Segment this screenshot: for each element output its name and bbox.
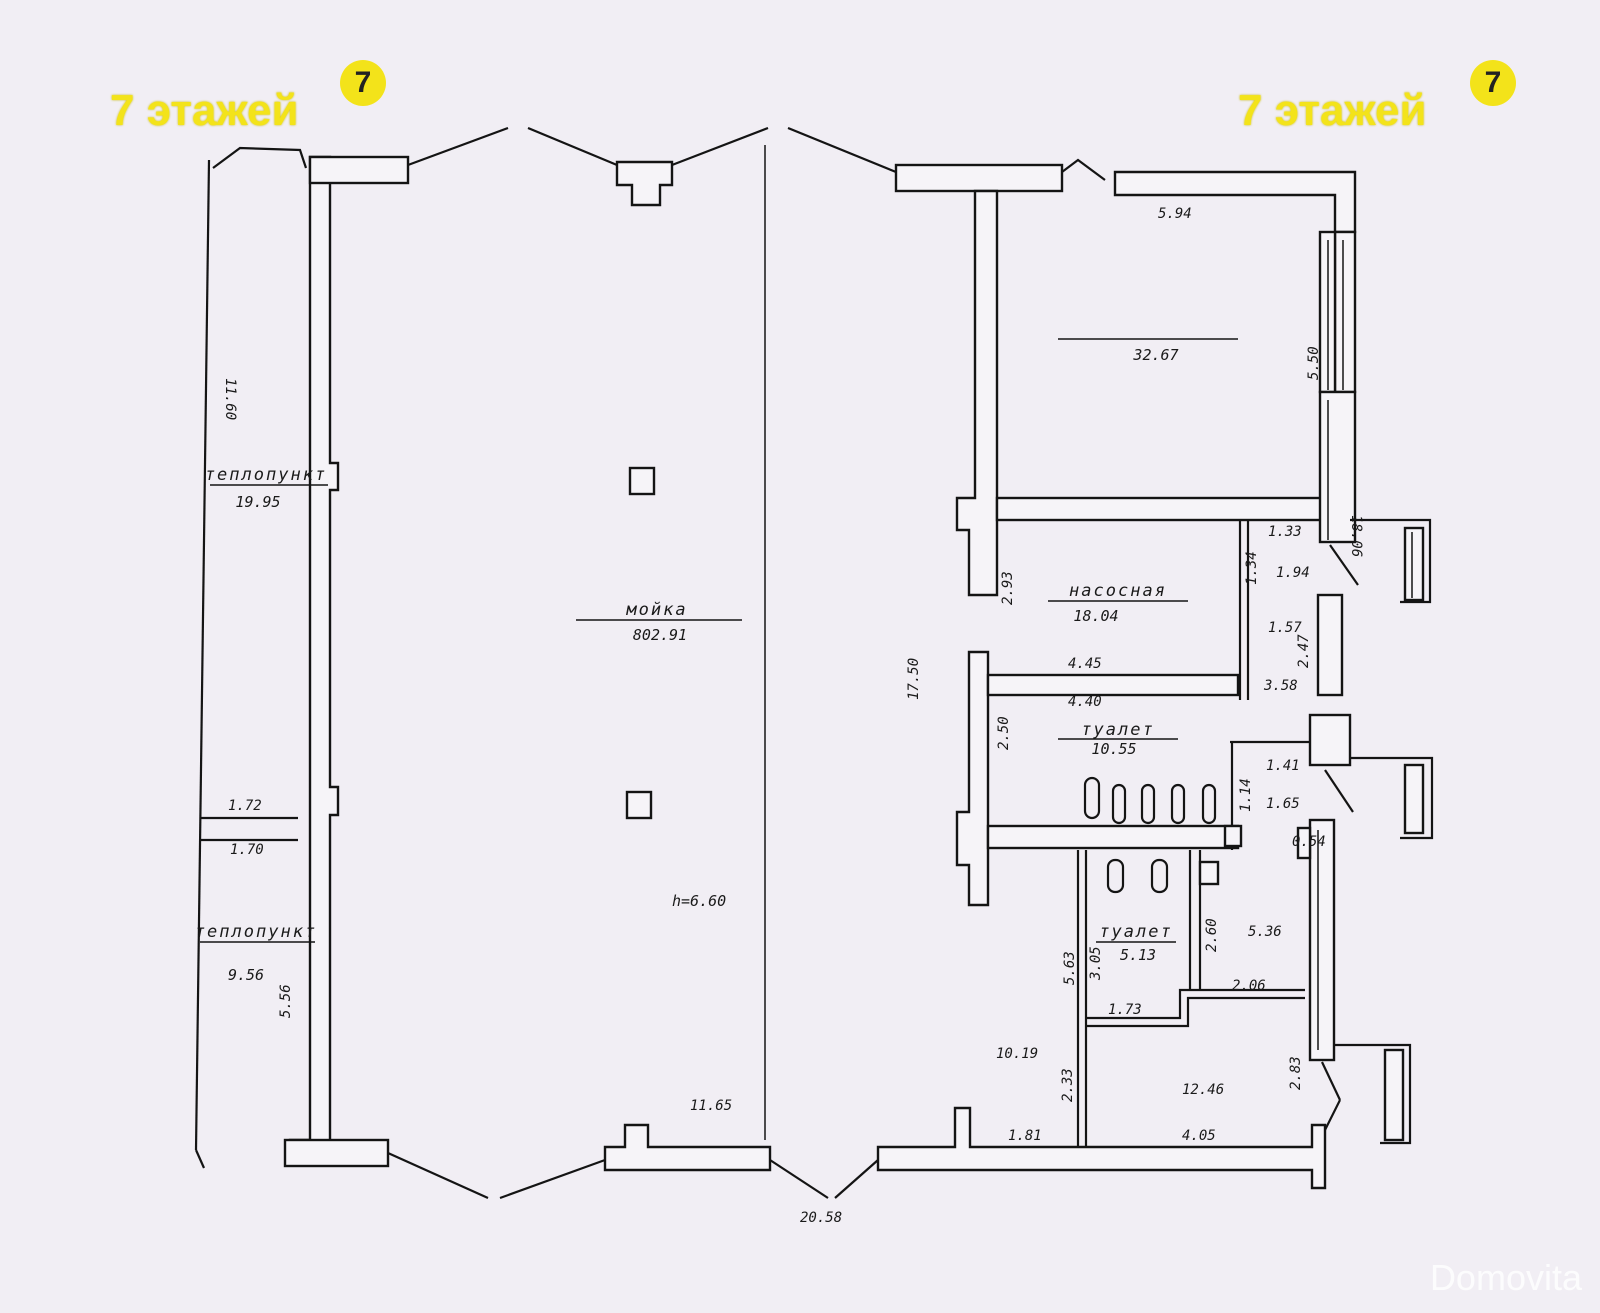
toilet-1-area: 10.55 xyxy=(1091,740,1136,758)
dim-hall-bottom-width: 11.65 xyxy=(690,1098,732,1114)
dim-toilet-left-height: 2.50 xyxy=(996,716,1012,750)
toilet-fixtures xyxy=(1083,776,1243,894)
dim-small-2-width: 1.57 xyxy=(1268,620,1302,636)
dim-toilet2-bottom: 1.73 xyxy=(1108,1002,1142,1018)
seven-logo-glyph: 7 xyxy=(1484,66,1502,99)
dim-step-width: 2.06 xyxy=(1232,978,1266,994)
dim-pump-wall-bottom: 4.40 xyxy=(1068,694,1102,710)
dim-lower-height: 2.33 xyxy=(1060,1068,1076,1102)
dim-toilet2-height-c: 2.60 xyxy=(1204,918,1220,952)
dim-ceiling-height: h=6.60 xyxy=(672,892,726,910)
dim-left-strip-height: 11.60 xyxy=(222,378,238,420)
left-strip-walls xyxy=(194,146,390,1169)
dim-passage-top: 1.72 xyxy=(228,798,262,814)
dim-hall-right-height: 17.50 xyxy=(906,658,922,700)
heat-unit-bottom-area: 9.56 xyxy=(228,966,264,984)
dim-lower-right-height: 2.83 xyxy=(1288,1056,1304,1090)
main-hall-area: 802.91 xyxy=(633,626,687,644)
heat-unit-top-area: 19.95 xyxy=(235,493,280,511)
dim-left-bottom-side: 5.56 xyxy=(278,984,294,1018)
pump-room-area: 18.04 xyxy=(1073,607,1118,625)
top-wall xyxy=(308,126,1357,234)
dim-small-1-area: 1.94 xyxy=(1276,565,1310,581)
dim-small-1-width: 1.33 xyxy=(1268,524,1302,540)
toilet-2-name: туалет xyxy=(1099,922,1172,942)
dim-small-3-height: 1.14 xyxy=(1238,778,1254,812)
dim-right-outer-height: 18.06 xyxy=(1348,515,1364,557)
dimension-labels: 11.60 1.72 1.70 5.56 h=6.60 11.65 20.58 … xyxy=(222,206,1364,1226)
column-1 xyxy=(628,466,656,496)
seven-logo-glyph: 7 xyxy=(354,66,372,99)
dim-passage-bottom: 1.70 xyxy=(230,842,264,858)
seven-logo-icon: 7 xyxy=(1470,60,1516,106)
dim-bottom-right: 4.05 xyxy=(1182,1128,1216,1144)
dim-small-2-area: 3.58 xyxy=(1263,678,1298,694)
dim-small-4: 0.54 xyxy=(1292,834,1326,850)
dim-area-lower-left: 10.19 xyxy=(996,1046,1038,1062)
dim-toilet2-height-a: 5.63 xyxy=(1062,951,1078,985)
dim-small-1-height: 1.34 xyxy=(1244,551,1260,585)
dim-pump-left-height: 2.93 xyxy=(1000,571,1016,605)
seven-logo-icon: 7 xyxy=(340,60,386,106)
dim-office-top-width: 5.94 xyxy=(1158,206,1192,222)
main-hall-name: мойка xyxy=(625,600,687,620)
bottom-wall xyxy=(387,1106,1327,1200)
office-area: 32.67 xyxy=(1132,346,1178,364)
room-labels: мойка 802.91 теплопункт 19.95 теплопункт… xyxy=(195,346,1179,984)
dim-toilet2-height-b: 3.05 xyxy=(1088,946,1104,981)
corner-watermark: Domovita xyxy=(1429,1257,1582,1298)
dim-bottom-small: 1.81 xyxy=(1008,1128,1042,1144)
dim-pump-wall-top: 4.45 xyxy=(1068,656,1102,672)
dim-total-width: 20.58 xyxy=(800,1210,842,1226)
dim-area-lower-right: 12.46 xyxy=(1182,1082,1224,1098)
dim-small-3-width: 1.41 xyxy=(1266,758,1300,774)
dim-office-right-height: 5.50 xyxy=(1306,346,1322,380)
toilet-2-area: 5.13 xyxy=(1120,946,1156,964)
pump-room-name: насосная xyxy=(1069,581,1167,601)
heat-unit-bottom-name: теплопункт xyxy=(195,922,317,942)
watermark-left-text: 7 этажей xyxy=(110,86,299,135)
watermark-right-text: 7 этажей xyxy=(1238,86,1427,135)
heat-unit-top-name: теплопункт xyxy=(205,465,327,485)
dim-small-5-area: 5.36 xyxy=(1248,924,1282,940)
right-block-walls xyxy=(955,189,1434,1155)
dim-small-2-height: 2.47 xyxy=(1296,634,1312,668)
column-2 xyxy=(625,790,653,820)
toilet-1-name: туалет xyxy=(1081,720,1154,740)
dim-small-3-area: 1.65 xyxy=(1266,796,1300,812)
